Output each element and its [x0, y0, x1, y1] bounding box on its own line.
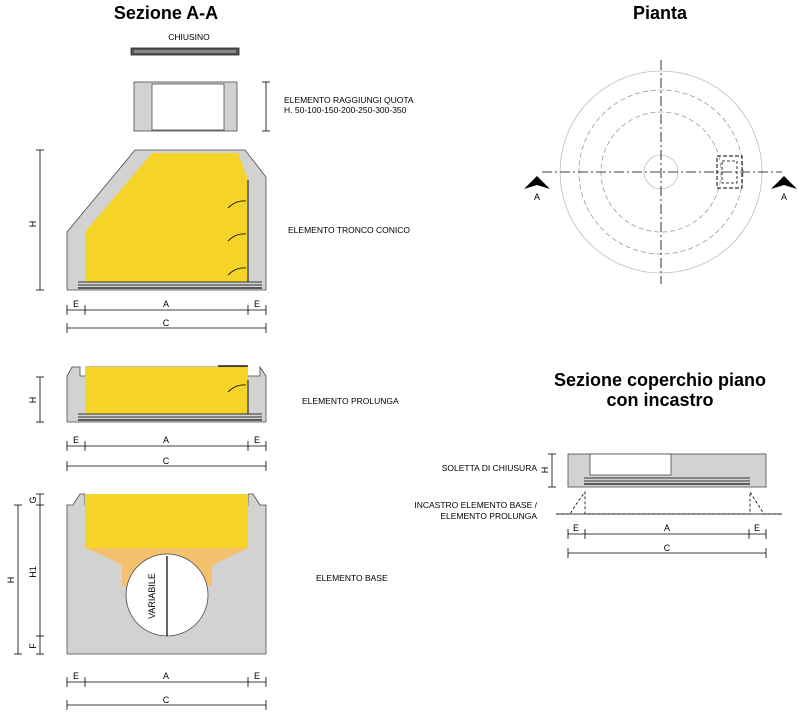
base-dim-e-left: E [73, 671, 79, 681]
cover-section-title-line2: con incastro [606, 390, 713, 410]
raggiungi-quota-heights: H. 50-100-150-200-250-300-350 [284, 105, 407, 115]
section-marker-left-label: A [534, 192, 540, 202]
plan-view [542, 60, 782, 284]
base-width-dimensions [66, 677, 267, 710]
soletta-element [567, 453, 767, 488]
raggiungi-quota-label: ELEMENTO RAGGIUNGI QUOTA [284, 95, 414, 105]
tronco-conico-element [66, 149, 267, 291]
prolunga-element [66, 365, 267, 423]
incastro-label-line2: ELEMENTO PROLUNGA [440, 511, 537, 521]
incastro-element [556, 490, 782, 515]
tronco-dim-c: C [163, 318, 170, 328]
tronco-dim-a: A [163, 299, 169, 309]
tronco-dim-e-left: E [73, 299, 79, 309]
soletta-h-dimension [548, 453, 556, 488]
base-element [66, 493, 267, 655]
soletta-label: SOLETTA DI CHIUSURA [442, 463, 538, 473]
section-marker-right [771, 176, 797, 189]
prolunga-label: ELEMENTO PROLUNGA [302, 396, 399, 406]
tronco-conico-label: ELEMENTO TRONCO CONICO [288, 225, 410, 235]
prolunga-h-label: H [28, 397, 38, 404]
cover-dim-a: A [664, 523, 670, 533]
base-h-label: H [6, 577, 16, 584]
cover-width-dimensions [567, 529, 767, 558]
chiusino-element [130, 47, 240, 56]
tronco-h-dimension [36, 149, 44, 291]
section-marker-right-label: A [781, 192, 787, 202]
prolunga-dim-a: A [163, 435, 169, 445]
cover-section-title-line1: Sezione coperchio piano [554, 370, 766, 390]
soletta-h-label: H [540, 467, 550, 474]
cover-dim-e-left: E [573, 523, 579, 533]
base-dim-a: A [163, 671, 169, 681]
base-g-label: G [28, 496, 38, 503]
base-dim-e-right: E [254, 671, 260, 681]
base-h-dimensions [14, 493, 44, 655]
prolunga-dim-e-right: E [254, 435, 260, 445]
chiusino-label: CHIUSINO [168, 32, 210, 42]
prolunga-dim-e-left: E [73, 435, 79, 445]
prolunga-h-dimension [36, 376, 44, 423]
tronco-h-label: H [28, 221, 38, 228]
variabile-label: VARIABILE [147, 573, 157, 619]
base-dim-c: C [163, 695, 170, 705]
plan-title: Pianta [633, 3, 688, 23]
base-label: ELEMENTO BASE [316, 573, 388, 583]
tronco-dim-e-right: E [254, 299, 260, 309]
section-marker-left [524, 176, 550, 189]
cover-dim-e-right: E [754, 523, 760, 533]
section-title: Sezione A-A [114, 3, 218, 23]
raggiungi-quota-element [133, 81, 238, 132]
base-h1-label: H1 [28, 566, 38, 578]
cover-dim-c: C [664, 543, 671, 553]
raggiungi-quota-dimension [262, 81, 270, 132]
prolunga-dim-c: C [163, 456, 170, 466]
prolunga-width-dimensions [66, 441, 267, 471]
incastro-label-line1: INCASTRO ELEMENTO BASE / [414, 500, 537, 510]
base-f-label: F [28, 643, 38, 649]
tronco-width-dimensions [66, 305, 267, 333]
